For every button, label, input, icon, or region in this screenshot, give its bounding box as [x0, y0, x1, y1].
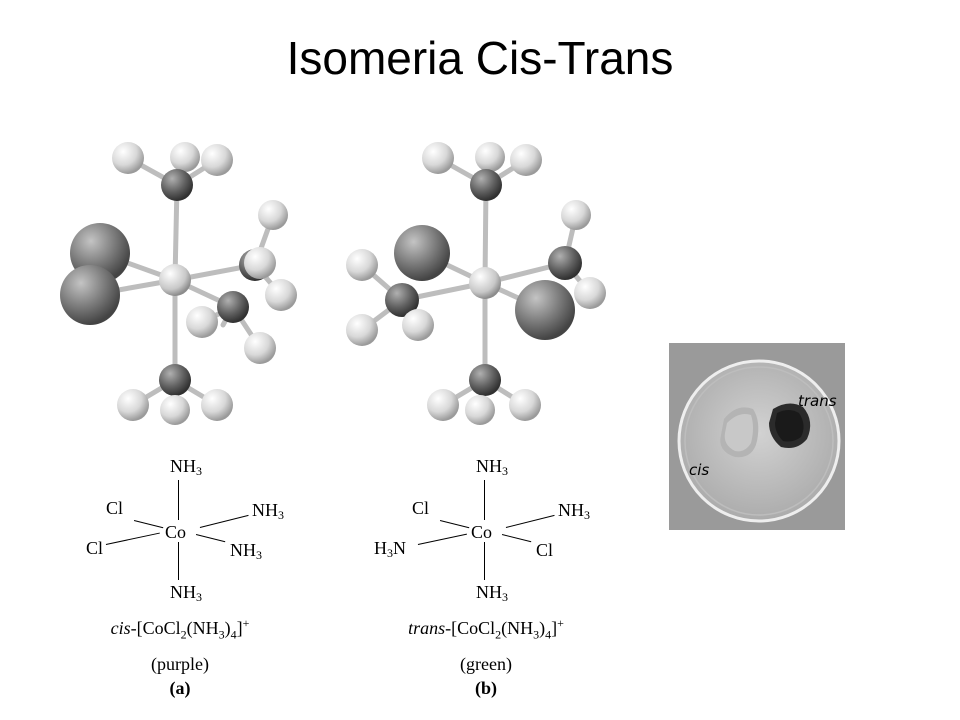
bond-lower-right: [501, 534, 532, 543]
metal-center: Co: [471, 522, 493, 542]
ligand-upper-left: Cl: [106, 498, 124, 518]
cis-sample-label: cis: [689, 461, 710, 479]
slide-title: Isomeria Cis-Trans: [286, 32, 674, 84]
ligand-upper-right: NH3: [558, 500, 590, 522]
ligand-top: NH3: [170, 456, 202, 478]
ligand-bottom: NH3: [476, 582, 508, 604]
bond-lower-left: [417, 533, 468, 546]
cis-complex-name: cis-[CoCl2(NH3)4]+: [110, 616, 250, 642]
cis-structural-formula: NH3 Cl NH3 Co Cl NH3 NH3: [30, 450, 330, 710]
bond-upper-right: [505, 514, 555, 529]
bond-top: [178, 480, 180, 520]
isomer-samples-photo: [669, 343, 845, 530]
bond-top: [484, 480, 486, 520]
ligand-top: NH3: [476, 456, 508, 478]
metal-center: Co: [165, 522, 187, 542]
bond-lower-left: [105, 532, 160, 546]
trans-ball-stick-model: [346, 142, 606, 425]
bond-upper-right: [199, 514, 249, 529]
petri-dish-image: [669, 343, 845, 530]
trans-color-note: (green): [460, 654, 512, 674]
panel-label-a: (a): [169, 678, 191, 698]
bond-upper-left: [133, 520, 164, 529]
ligand-bottom: NH3: [170, 582, 202, 604]
cis-ball-stick-model: [60, 142, 297, 425]
bond-upper-left: [439, 520, 470, 529]
ligand-upper-right: NH3: [252, 500, 284, 522]
trans-sample-label: trans: [798, 392, 837, 410]
ligand-upper-left: Cl: [412, 498, 430, 518]
ligand-lower-left: Cl: [86, 538, 104, 558]
trans-complex-name: trans-[CoCl2(NH3)4]+: [408, 616, 564, 642]
bond-bottom: [484, 542, 486, 580]
bond-lower-right: [195, 534, 226, 543]
panel-label-b: (b): [475, 678, 497, 698]
ligand-lower-right: Cl: [536, 540, 554, 560]
ligand-lower-left: H3N: [374, 538, 406, 560]
trans-structural-formula: NH3 Cl NH3 Co H3N Cl NH3: [336, 450, 636, 710]
ligand-lower-right: NH3: [230, 540, 262, 562]
cis-color-note: (purple): [151, 654, 209, 674]
bond-bottom: [178, 542, 180, 580]
